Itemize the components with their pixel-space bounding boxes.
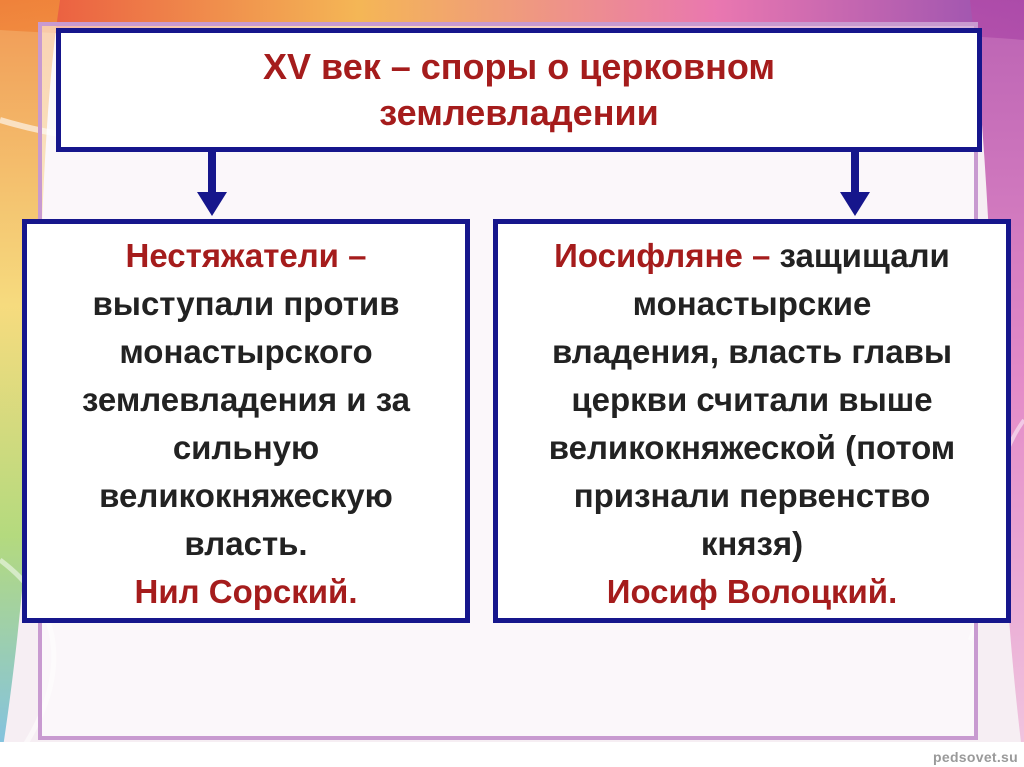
title-box: XV век – споры о церковном землевладении: [56, 28, 982, 152]
left-body-line: великокняжескую: [99, 477, 393, 514]
right-body-line: великокняжеской (потом: [548, 429, 956, 466]
title-line-2: землевладении: [379, 92, 659, 133]
left-body-line: выступали против: [92, 285, 400, 322]
right-body-line: князя): [700, 525, 804, 562]
arrow-down-icon: [197, 152, 227, 216]
josephites-heading-rest: защищали: [770, 237, 950, 274]
left-body-line: сильную: [172, 429, 320, 466]
arrow-down-icon: [840, 152, 870, 216]
non-possessors-heading: Нестяжатели –: [125, 237, 367, 274]
josephites-box: Иосифляне – защищали монастырские владен…: [493, 219, 1011, 623]
right-body-line: владения, власть главы: [551, 333, 953, 370]
non-possessors-box: Нестяжатели – выступали против монастырс…: [22, 219, 470, 623]
title-line-1: XV век – споры о церковном: [263, 46, 775, 87]
left-body-line: власть.: [184, 525, 308, 562]
right-body-line: монастырские: [632, 285, 872, 322]
right-body-line: церкви считали выше: [571, 381, 933, 418]
nil-sorsky-name: Нил Сорский.: [134, 573, 358, 610]
josephites-heading: Иосифляне –: [554, 237, 771, 274]
watermark: pedsovet.su: [933, 749, 1018, 765]
left-body-line: монастырского: [119, 333, 373, 370]
left-body-line: землевладения и за: [81, 381, 411, 418]
right-body-line: признали первенство: [573, 477, 931, 514]
joseph-volotsky-name: Иосиф Волоцкий.: [606, 573, 898, 610]
title: XV век – споры о церковном землевладении: [209, 44, 829, 136]
josephites-heading-line: Иосифляне – защищали: [498, 232, 1006, 280]
